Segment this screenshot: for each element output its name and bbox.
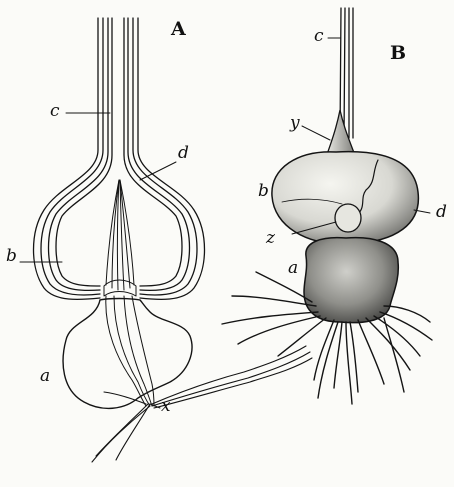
figure-a-part-c: c <box>50 103 60 120</box>
figure-b-bud <box>335 204 361 232</box>
figure-a-part-x: x <box>161 398 171 415</box>
figure-a-part-a: a <box>40 368 50 385</box>
figure-a-part-d: d <box>178 145 189 162</box>
figure-a-central-bud <box>104 180 136 296</box>
figure-b-part-b: b <box>258 183 269 200</box>
figure-a-roots <box>92 346 312 462</box>
figure-a-left-stem <box>34 18 113 299</box>
figure-a-part-b: b <box>6 248 17 265</box>
figure-b-label: B <box>390 44 406 63</box>
figure-b-part-z: z <box>266 230 275 247</box>
figure-b-part-a: a <box>288 260 298 277</box>
figure-a-base <box>63 299 192 409</box>
figure-b-lower-corm <box>304 238 398 323</box>
figure-b-drawing <box>222 8 432 404</box>
figure-b-part-d: d <box>436 204 447 221</box>
figure-a-inner-strands <box>106 296 154 406</box>
figure-b-part-c: c <box>314 28 324 45</box>
figure-a-label: A <box>171 20 186 39</box>
figure-a-right-stem <box>124 18 205 299</box>
figure-b-part-y: y <box>290 115 300 132</box>
